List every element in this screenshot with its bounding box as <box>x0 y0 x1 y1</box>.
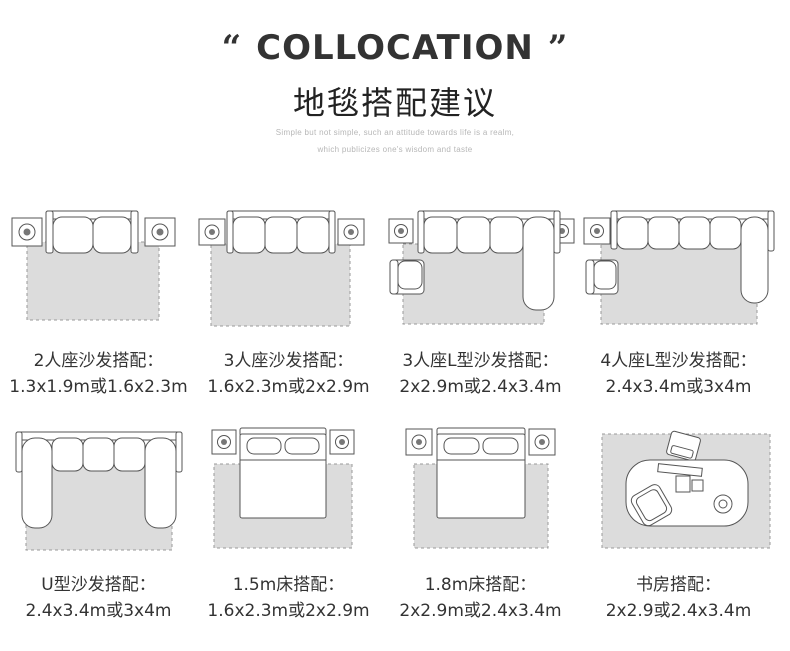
layout-u-sofa-caption: U型沙发搭配： 2.4x3.4m或3x4m <box>0 572 197 624</box>
subtitle-line-1: Simple but not simple, such an attitude … <box>275 128 515 137</box>
layout-3-seater-l-size: 2x2.9m或2.4x3.4m <box>399 377 562 397</box>
layout-3-seater-l-title: 3人座L型沙发搭配： <box>402 351 559 371</box>
layout-bed-1-8: 1.8m床搭配： 2x2.9m或2.4x3.4m <box>382 420 579 630</box>
layout-3-seater-l: 3人座L型沙发搭配： 2x2.9m或2.4x3.4m <box>382 200 579 400</box>
layout-study-size: 2x2.9或2.4x3.4m <box>605 601 752 621</box>
quote-open: “ <box>221 28 243 68</box>
layout-study-title: 书房搭配： <box>636 575 721 595</box>
layout-u-sofa-size: 2.4x3.4m或3x4m <box>25 601 172 621</box>
layout-bed-1-8-size: 2x2.9m或2.4x3.4m <box>399 601 562 621</box>
layout-bed-1-5-caption: 1.5m床搭配： 1.6x2.3m或2x2.9m <box>190 572 387 624</box>
title-english-text: COLLOCATION <box>256 28 534 68</box>
layout-3-seater-diagram <box>198 210 365 327</box>
layout-study-diagram <box>601 430 771 549</box>
layout-bed-1-8-title: 1.8m床搭配： <box>424 575 537 595</box>
layout-3-seater-size: 1.6x2.3m或2x2.9m <box>207 377 370 397</box>
layout-4-seater-l-diagram <box>583 210 775 325</box>
layout-u-sofa-diagram <box>15 431 183 551</box>
quote-close: ” <box>547 28 569 68</box>
layout-bed-1-8-diagram <box>405 427 556 549</box>
layout-3-seater-l-caption: 3人座L型沙发搭配： 2x2.9m或2.4x3.4m <box>382 348 579 400</box>
layout-3-seater: 3人座沙发搭配： 1.6x2.3m或2x2.9m <box>190 200 387 400</box>
layout-3-seater-title: 3人座沙发搭配： <box>223 351 354 371</box>
layout-2-seater-caption: 2人座沙发搭配： 1.3x1.9m或1.6x2.3m <box>0 348 197 400</box>
subtitle-line-2: which publicizes one's wisdom and taste <box>317 145 473 154</box>
layout-bed-1-8-caption: 1.8m床搭配： 2x2.9m或2.4x3.4m <box>382 572 579 624</box>
layout-3-seater-caption: 3人座沙发搭配： 1.6x2.3m或2x2.9m <box>190 348 387 400</box>
layout-u-sofa-title: U型沙发搭配： <box>41 575 156 595</box>
layout-4-seater-l: 4人座L型沙发搭配： 2.4x3.4m或3x4m <box>580 200 777 400</box>
layout-bed-1-5-diagram <box>211 427 355 549</box>
layout-study-caption: 书房搭配： 2x2.9或2.4x3.4m <box>580 572 777 624</box>
layout-4-seater-l-title: 4人座L型沙发搭配： <box>600 351 757 371</box>
layout-2-seater-title: 2人座沙发搭配： <box>33 351 164 371</box>
layout-2-seater-size: 1.3x1.9m或1.6x2.3m <box>9 377 188 397</box>
layout-4-seater-l-size: 2.4x3.4m或3x4m <box>605 377 752 397</box>
layout-bed-1-5-title: 1.5m床搭配： <box>232 575 345 595</box>
layout-study: 书房搭配： 2x2.9或2.4x3.4m <box>580 420 777 630</box>
title-english: “ COLLOCATION ” <box>0 28 790 68</box>
layout-2-seater-diagram <box>11 210 176 321</box>
layout-2-seater: 2人座沙发搭配： 1.3x1.9m或1.6x2.3m <box>0 200 197 400</box>
layout-bed-1-5-size: 1.6x2.3m或2x2.9m <box>207 601 370 621</box>
layout-bed-1-5: 1.5m床搭配： 1.6x2.3m或2x2.9m <box>190 420 387 630</box>
layout-u-sofa: U型沙发搭配： 2.4x3.4m或3x4m <box>0 420 197 630</box>
title-chinese: 地毯搭配建议 <box>292 84 497 122</box>
layout-4-seater-l-caption: 4人座L型沙发搭配： 2.4x3.4m或3x4m <box>580 348 777 400</box>
layout-3-seater-l-diagram <box>388 210 575 325</box>
